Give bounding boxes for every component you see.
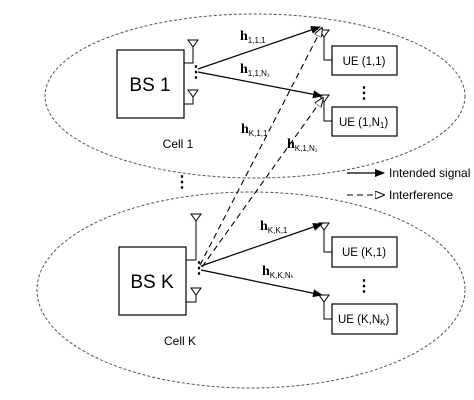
arrow-hkk1	[200, 223, 323, 267]
ue-k-1: UE (K,1)	[331, 236, 398, 268]
bs-1: BS 1	[116, 49, 185, 119]
svg-text:UE (K,NK): UE (K,NK)	[338, 314, 390, 327]
ue-cell-1-ellipsis: ⋮	[356, 85, 372, 102]
bs-k-antenna-ellipsis: ⋮	[191, 260, 207, 277]
ue-cell-k-ellipsis: ⋮	[356, 278, 372, 295]
cell-k-label: Cell K	[164, 334, 196, 348]
legend-intended-label: Intended signal	[389, 166, 470, 180]
ue-1-n1-label: UE (1,N	[339, 117, 380, 129]
channel-label-h111: h1,1,1	[240, 29, 266, 45]
ue-1-n1-close: )	[384, 117, 388, 129]
bs-1-antenna-top-icon	[184, 39, 199, 64]
cells-ellipsis: ⋮	[174, 174, 190, 191]
ue-k-1-label: UE (K,1)	[342, 247, 386, 259]
channel-label-hkk1: hK,K,1	[260, 219, 288, 235]
cell-1-boundary	[44, 13, 466, 179]
bs-k: BS K	[118, 246, 187, 316]
ue-1-n1: UE (1,N1)	[331, 106, 398, 137]
ue-1-1-antenna-icon	[318, 29, 332, 61]
ue-k-nk-label: UE (K,N	[338, 314, 380, 326]
bs-k-antenna-bottom-icon	[186, 287, 202, 303]
cell-k-boundary	[36, 191, 466, 389]
cell-1-label: Cell 1	[163, 137, 194, 151]
bs-1-label: BS 1	[129, 75, 170, 96]
bs-1-antenna-bottom-icon	[184, 89, 199, 105]
legend-interference-label: Interference	[389, 188, 453, 202]
channel-label-h11n1: h1,1,N₁	[240, 62, 270, 78]
channel-label-hk11: hK,1,1	[241, 122, 268, 138]
arrow-hk11	[199, 28, 322, 266]
ue-k-1-antenna-icon	[318, 222, 332, 253]
arrow-hk1n1	[201, 98, 323, 268]
arrow-hkknk	[200, 269, 323, 298]
ue-1-n1-sub: 1	[380, 121, 385, 130]
legend: Intended signal Interference	[347, 166, 470, 202]
ue-k-nk-sub: K	[380, 318, 386, 327]
ue-1-1-label: UE (1,1)	[343, 56, 386, 68]
ue-k-nk: UE (K,NK)	[331, 303, 398, 335]
ue-k-nk-antenna-icon	[318, 294, 332, 320]
ue-1-n1-antenna-icon	[318, 94, 332, 122]
channel-label-hk1n1: hK,1,N₁	[287, 137, 318, 153]
bs-k-antenna-top-icon	[186, 213, 202, 261]
bs-k-label: BS K	[130, 272, 174, 293]
arrow-h11n1	[197, 71, 323, 99]
ue-k-nk-close: )	[386, 314, 390, 326]
svg-text:UE (1,N1): UE (1,N1)	[339, 117, 388, 130]
ue-1-1: UE (1,1)	[331, 45, 398, 76]
channel-label-hkknk: hK,K,Nₖ	[262, 264, 294, 280]
arrow-h111	[197, 26, 321, 70]
